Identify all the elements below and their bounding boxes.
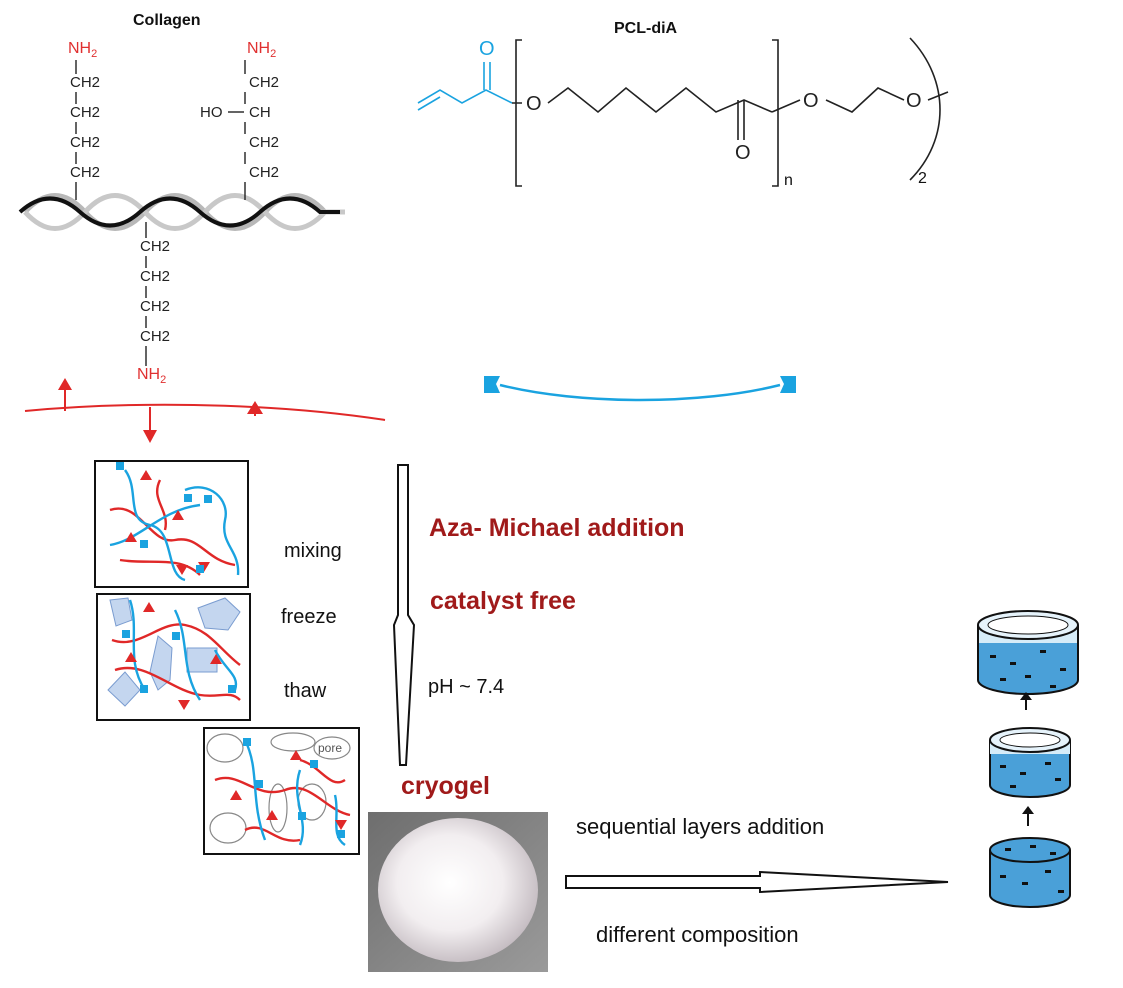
- collagen-chain-bonds: [75, 60, 246, 366]
- ch2-group: CH2: [70, 74, 101, 91]
- cylinder-bottom: [989, 837, 1071, 908]
- pore-label: pore: [318, 741, 343, 755]
- freeze-network-box: [96, 593, 251, 721]
- different-composition-label: different composition: [596, 922, 799, 947]
- reaction-label: Aza- Michael addition: [429, 514, 685, 542]
- sequential-layers-label: sequential layers addition: [576, 814, 825, 839]
- ch2-group: CH2: [70, 104, 101, 121]
- ch-group: CH: [249, 104, 271, 121]
- cryogel-label: cryogel: [401, 772, 490, 800]
- pcl-strand-schematic: [484, 376, 796, 402]
- catalyst-label: catalyst free: [430, 587, 576, 615]
- ester-oxygen: O: [526, 93, 542, 115]
- nh2-group: NH2: [68, 40, 98, 61]
- step-freeze: freeze: [281, 606, 337, 628]
- pore-marker: [313, 736, 351, 760]
- mixing-network-box: [94, 460, 249, 588]
- step-thaw: thaw: [284, 680, 327, 702]
- cylinder-middle: [989, 727, 1071, 798]
- carbonyl-oxygen: O: [735, 142, 751, 164]
- collagen-helix: [18, 193, 345, 231]
- ch2-group: CH2: [249, 134, 280, 151]
- carbonyl-oxygen: O: [479, 38, 495, 60]
- collagen-title: Collagen: [133, 12, 201, 29]
- repeat-subscript: n: [784, 172, 793, 189]
- nh2-group: NH2: [137, 366, 167, 387]
- pcl-title: PCL-diA: [614, 20, 678, 37]
- reaction-arrow: [392, 464, 416, 766]
- ph-label: pH ~ 7.4: [428, 676, 505, 698]
- ch2-group: CH2: [140, 238, 171, 255]
- ether-oxygen: O: [906, 90, 922, 112]
- step-mixing: mixing: [284, 540, 342, 562]
- ch2-group: CH2: [249, 74, 280, 91]
- cryogel-photo: [368, 812, 548, 972]
- ch2-group: CH2: [140, 268, 171, 285]
- ch2-group: CH2: [140, 328, 171, 345]
- pcl-structure: [417, 37, 949, 187]
- layer-cylinders: [977, 610, 1079, 908]
- cylinder-top: [977, 610, 1079, 695]
- layering-arrow: [565, 870, 949, 894]
- ch2-group: CH2: [140, 298, 171, 315]
- ch2-group: CH2: [249, 164, 280, 181]
- multiplier-subscript: 2: [918, 170, 927, 187]
- ch2-group: CH2: [70, 134, 101, 151]
- cryogel-network-box: [203, 727, 360, 855]
- nh2-group: NH2: [247, 40, 277, 61]
- collagen-strand-schematic: [24, 378, 386, 443]
- ch2-group: CH2: [70, 164, 101, 181]
- hydroxyl-group: HO: [200, 104, 223, 121]
- ester-oxygen: O: [803, 90, 819, 112]
